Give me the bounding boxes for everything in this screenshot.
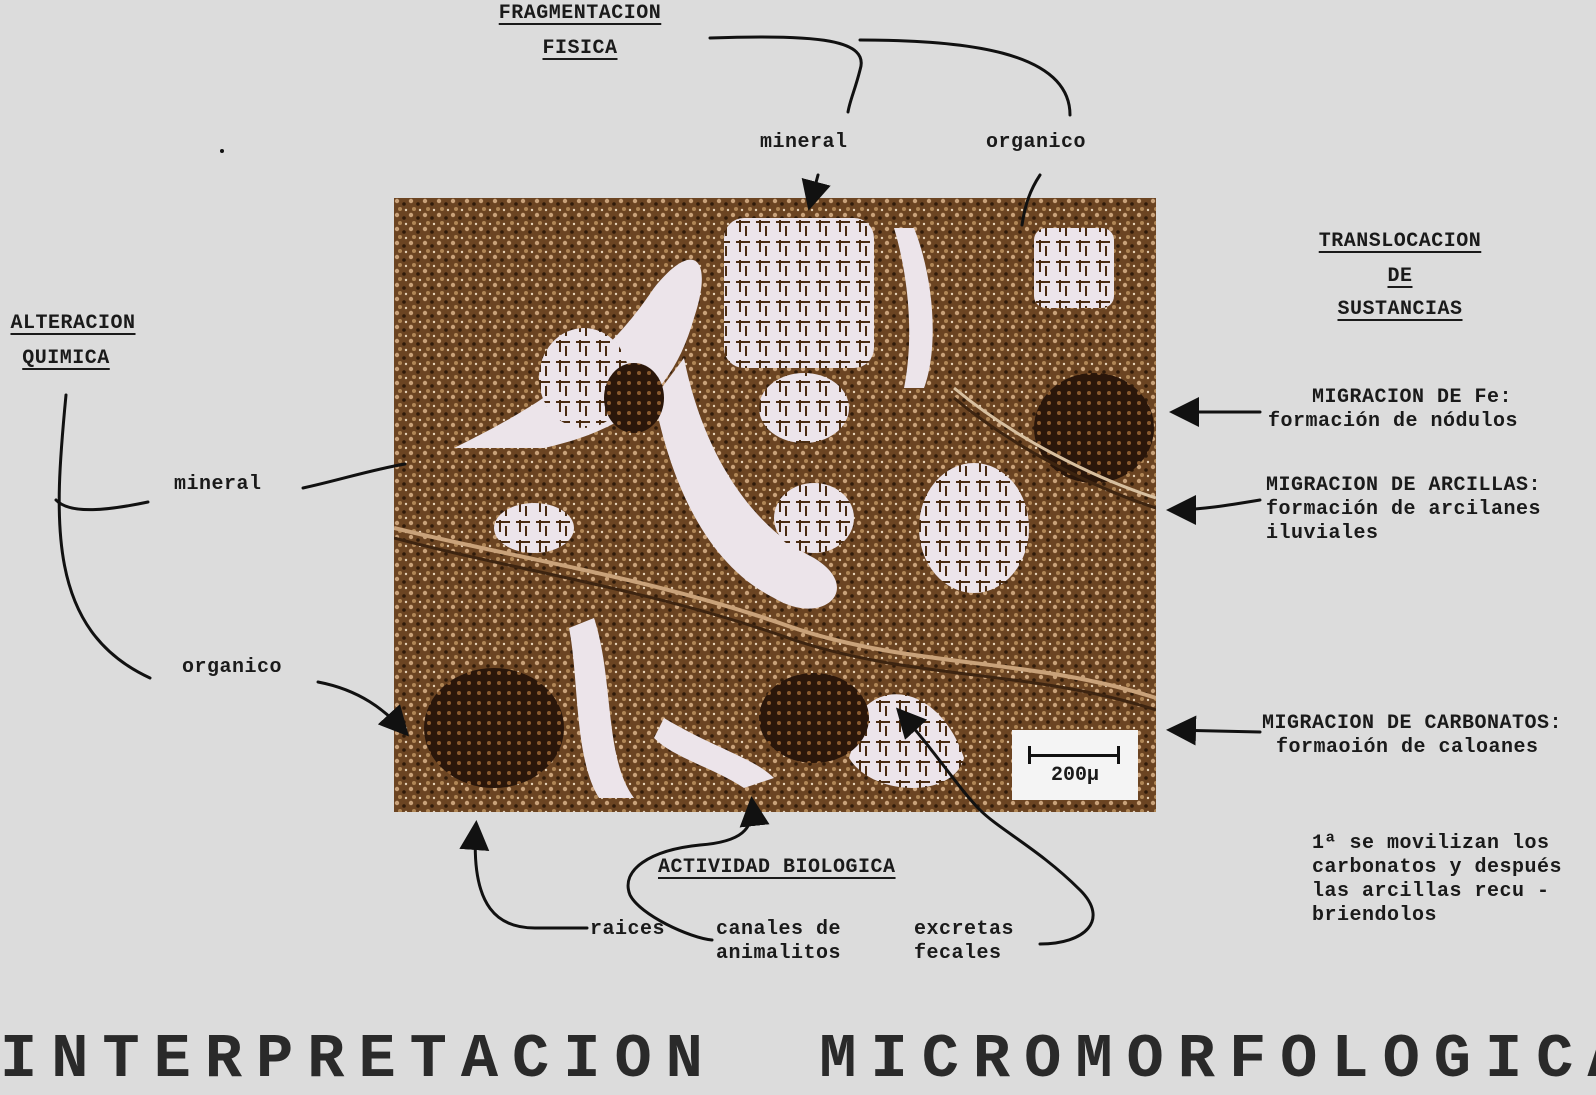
label-alt-mineral: mineral: [174, 473, 262, 496]
header-fragmentacion-line1: FRAGMENTACION: [498, 2, 662, 25]
scale-bar-tick-left: [1028, 746, 1031, 764]
scale-bar-line: [1028, 754, 1120, 757]
label-fe-line2: formación de nódulos: [1268, 410, 1519, 433]
label-excretas-line2: fecales: [914, 942, 1002, 965]
label-canales-line1: canales de: [716, 918, 842, 941]
label-canales-line2: animalitos: [716, 942, 842, 965]
label-arcillas-line2: formación de arcilanes: [1266, 498, 1542, 521]
header-fragmentacion-line2: FISICA: [542, 37, 618, 60]
scale-bar: 200µ: [1012, 730, 1138, 800]
page-title: INTERPRETACION MICROMORFOLOGICA: [0, 1024, 1596, 1095]
label-frag-organico: organico: [986, 131, 1087, 154]
note-line1: 1ª se movilizan los: [1312, 832, 1550, 855]
label-arcillas-line3: iluviales: [1266, 522, 1379, 545]
label-excretas-line1: excretas: [914, 918, 1015, 941]
label-frag-mineral: mineral: [760, 131, 848, 154]
header-alteracion-line1: ALTERACION: [10, 312, 136, 335]
label-arcillas-line1: MIGRACION DE ARCILLAS:: [1266, 474, 1542, 497]
label-fe-line1: MIGRACION DE Fe:: [1312, 386, 1513, 409]
label-alt-organico: organico: [182, 656, 283, 679]
header-actividad-biologica: ACTIVIDAD BIOLOGICA: [658, 856, 896, 879]
note-line2: carbonatos y después: [1312, 856, 1563, 879]
header-traslocacion-line3: SUSTANCIAS: [1337, 298, 1463, 321]
note-line3: las arcillas recu -: [1312, 880, 1550, 903]
scale-bar-tick-right: [1117, 746, 1120, 764]
label-raices: raices: [590, 918, 666, 941]
note-line4: briendolos: [1312, 904, 1438, 927]
label-carbonatos-line1: MIGRACION DE CARBONATOS:: [1262, 712, 1563, 735]
header-traslocacion-line1: TRANSLOCACION: [1318, 230, 1482, 253]
scale-bar-label: 200µ: [1050, 764, 1099, 787]
micrograph-image: [394, 198, 1156, 812]
header-alteracion-line2: QUIMICA: [22, 347, 110, 370]
label-carbonatos-line2: formaoión de caloanes: [1276, 736, 1539, 759]
header-traslocacion-line2: DE: [1387, 265, 1413, 288]
